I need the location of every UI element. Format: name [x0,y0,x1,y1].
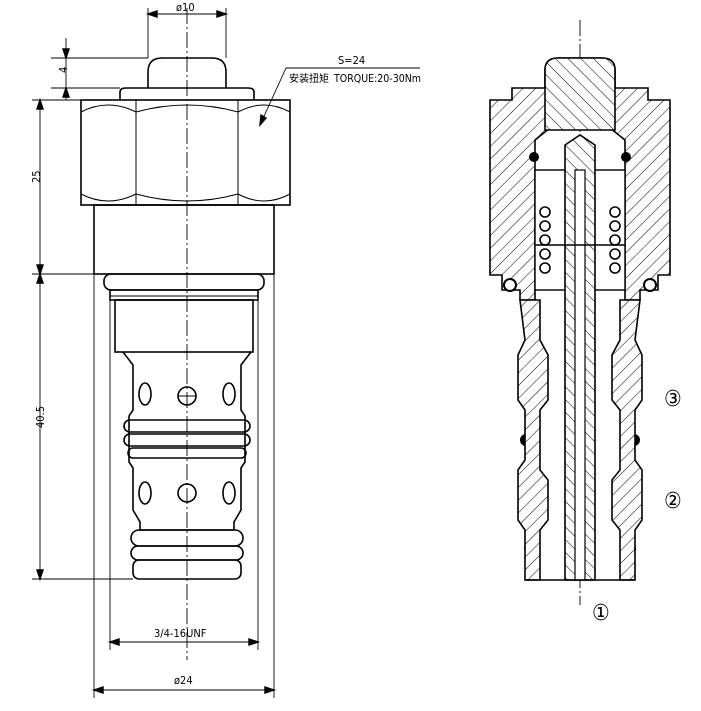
port-holes-upper [138,382,236,406]
dim-hex-size: S=24 [338,54,365,67]
hex-nut [80,99,291,206]
dim-top-diameter: ø10 [176,1,195,14]
torque-label-cn: 安装扭矩 [289,72,329,85]
port-holes-lower [138,481,236,505]
cap [147,57,227,88]
dim-hex-height: 25 [30,170,43,183]
port-label-1: ① [592,601,610,626]
dimensions: ø10 4 25 40.5 3/4-16UNF ø24 S= [30,1,421,698]
o-ring-bottom [130,529,244,580]
dim-thread: 3/4-16UNF [154,627,207,640]
dim-body-length: 40.5 [34,406,47,428]
dim-max-diameter: ø24 [174,674,193,687]
section-cap [544,57,616,131]
o-ring-grooves-middle [123,419,251,459]
spool-bore [574,169,586,581]
section-view: ③ ② ① [489,20,682,626]
hex-body [93,204,275,275]
dim-cap-height: 4 [57,67,70,73]
cap-flange [119,87,255,100]
port-label-2: ② [664,489,682,514]
port-labels: ③ ② ① [592,387,682,626]
o-ring-upper [103,273,265,291]
external-view [80,8,291,660]
thread-section [109,289,259,353]
torque-label: TORQUE:20-30Nm [333,73,421,85]
port-label-3: ③ [664,387,682,412]
